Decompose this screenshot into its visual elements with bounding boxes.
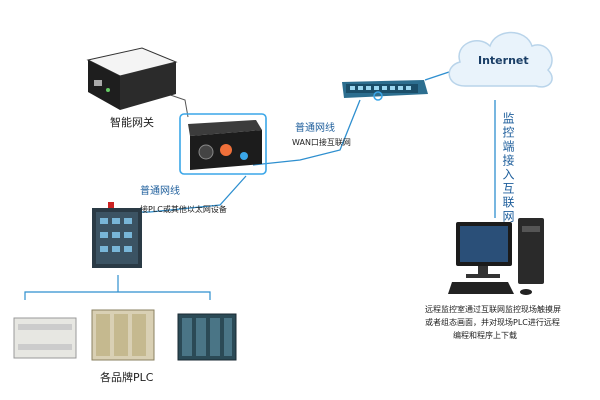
plc-group-icon <box>13 309 237 361</box>
plc-1-icon <box>13 317 77 359</box>
monitor-desc-line-2: 或者组态画面，并对现场PLC进行远程 <box>425 318 560 327</box>
monitor-desc-line-3: 编程和程序上下载 <box>453 331 517 340</box>
cable-label-1: 普通网线 <box>295 123 335 134</box>
smart-gateway-unit-icon <box>179 113 267 175</box>
monitor-desc-line-1: 远程监控室通过互联网监控现场触摸屏 <box>425 305 561 314</box>
wan-port-label: WAN口接互联网 <box>292 138 351 147</box>
network-switch-icon <box>342 80 428 101</box>
wan-cable <box>252 99 361 166</box>
internet-access-label: 监控端接入互联网 <box>501 112 515 224</box>
plc-2-icon <box>91 309 155 361</box>
internet-cloud-icon <box>448 31 553 88</box>
internet-label: Internet <box>478 54 529 67</box>
plc-brands-label: 各品牌PLC <box>100 371 154 384</box>
monitoring-pc-icon <box>448 218 544 295</box>
industrial-switch-icon <box>92 202 142 268</box>
lan-port-label: 接PLC或其他以太网设备 <box>140 205 227 214</box>
plc-3-icon <box>177 313 237 361</box>
gateway-label: 智能网关 <box>110 116 154 129</box>
cable-label-2: 普通网线 <box>140 186 180 197</box>
plc-bracket <box>24 291 211 300</box>
gateway-device-icon <box>86 47 178 110</box>
